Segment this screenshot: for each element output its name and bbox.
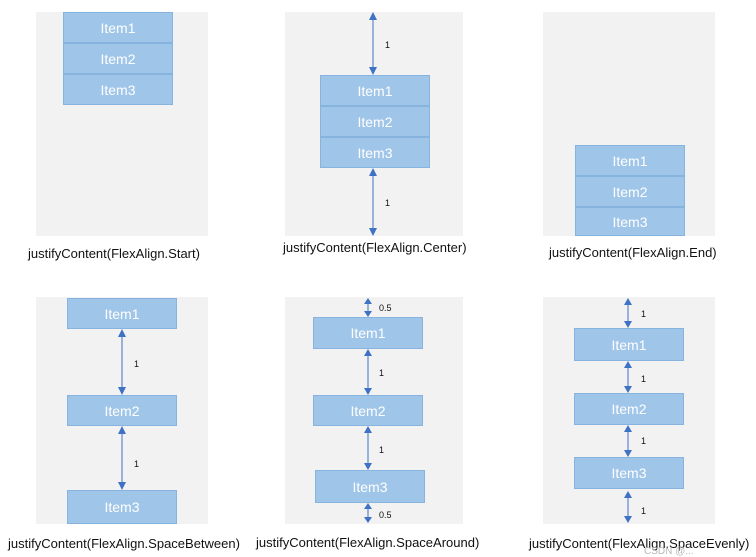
item-1: Item1 [574,328,684,361]
item-2: Item2 [63,43,173,74]
gap-arrow-bottom [624,491,632,523]
gap-arrow-top [369,12,377,75]
item-1: Item1 [575,145,685,176]
gap-label-bottom: 1 [385,198,391,208]
caption-end: justifyContent(FlexAlign.End) [549,245,717,260]
gap-label-bottom: 1 [641,506,647,516]
item-1: Item1 [313,317,423,349]
gap-label-2: 1 [641,436,647,446]
gap-label-2: 1 [134,459,140,469]
gap-arrow-2 [364,426,372,470]
gap-label-bottom: 0.5 [379,510,392,520]
gap-arrow-bottom [364,503,372,523]
item-2: Item2 [320,106,430,137]
item-2: Item2 [313,395,423,426]
panel-space-evenly: 1 Item1 1 Item2 1 Item3 1 [543,297,715,524]
item-2: Item2 [574,393,684,425]
panel-start: Item1 Item2 Item3 [36,12,208,236]
gap-arrow-1 [364,349,372,395]
item-3: Item3 [575,207,685,236]
item-3: Item3 [315,470,425,503]
caption-center: justifyContent(FlexAlign.Center) [283,240,467,255]
item-3: Item3 [63,74,173,105]
item-1: Item1 [63,12,173,43]
gap-label-top: 1 [385,40,391,50]
caption-start: justifyContent(FlexAlign.Start) [28,246,200,261]
caption-space-between: justifyContent(FlexAlign.SpaceBetween) [8,536,240,551]
gap-arrow-1 [624,361,632,393]
gap-label-1: 1 [641,374,647,384]
gap-label-2: 1 [379,445,385,455]
item-2: Item2 [575,176,685,207]
item-1: Item1 [320,75,430,106]
gap-label-top: 1 [641,309,647,319]
gap-arrow-2 [624,425,632,457]
watermark: CSDN @... [644,546,694,557]
panel-end: Item1 Item2 Item3 [543,12,715,236]
gap-arrow-top [624,298,632,328]
caption-space-evenly: justifyContent(FlexAlign.SpaceEvenly) [529,536,750,551]
item-3: Item3 [574,457,684,489]
panel-space-around: 0.5 Item1 1 Item2 1 Item3 0.5 [285,297,463,524]
gap-label-1: 1 [134,359,140,369]
item-3: Item3 [320,137,430,168]
panel-center: 1 Item1 Item2 Item3 1 [285,12,463,236]
item-2: Item2 [67,395,177,426]
gap-label-top: 0.5 [379,303,392,313]
gap-label-1: 1 [379,368,385,378]
gap-arrow-2 [118,426,126,490]
item-3: Item3 [67,490,177,524]
gap-arrow-1 [118,329,126,395]
panel-space-between: Item1 1 Item2 1 Item3 [36,297,208,524]
item-1: Item1 [67,298,177,329]
gap-arrow-bottom [369,168,377,236]
caption-space-around: justifyContent(FlexAlign.SpaceAround) [256,535,480,550]
gap-arrow-top [364,298,372,317]
